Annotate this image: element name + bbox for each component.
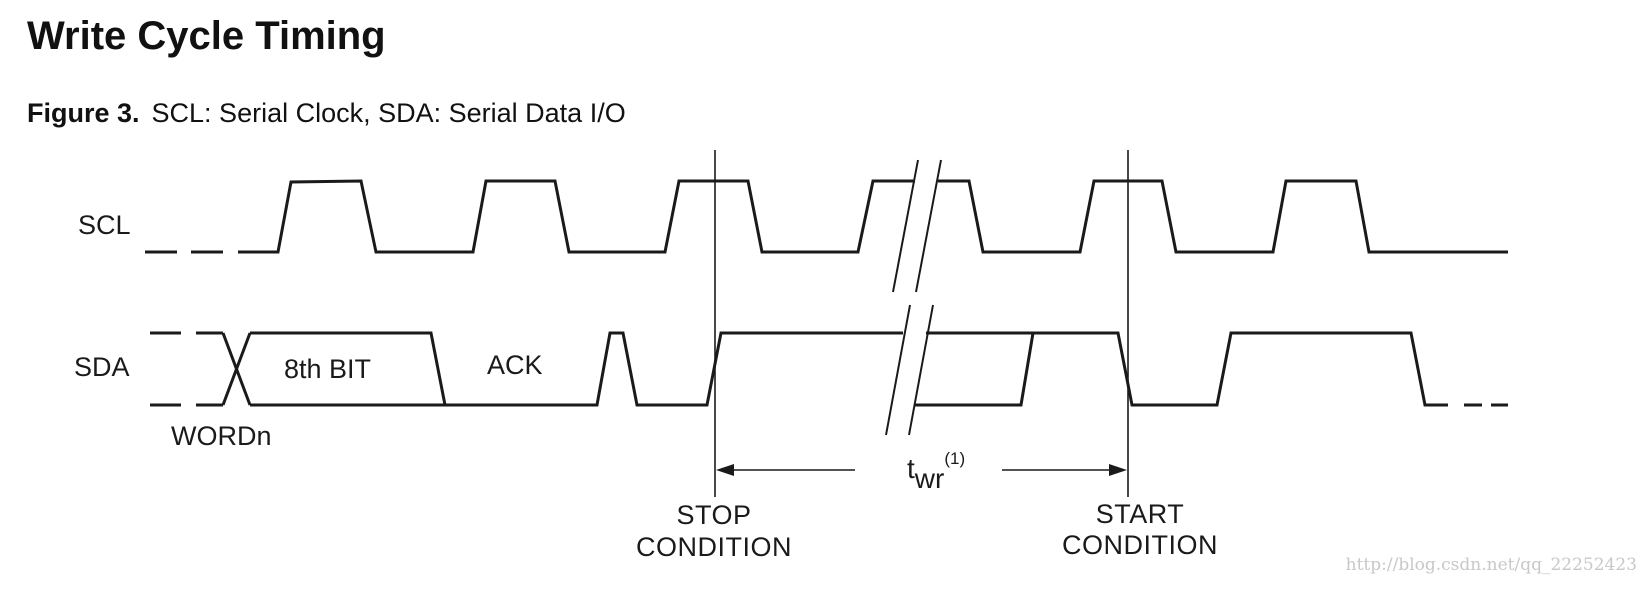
figure-number: Figure 3. (27, 98, 140, 128)
twr-label: twr(1) (907, 449, 965, 494)
word-label: WORDn (171, 421, 272, 451)
sda-break-mark-2 (908, 304, 934, 436)
start-label-line2: CONDITION (1062, 530, 1218, 560)
stop-label-line2: CONDITION (636, 532, 792, 562)
figure-description: SCL: Serial Clock, SDA: Serial Data I/O (151, 98, 626, 128)
sda-bit8-top (250, 331, 447, 406)
eighth-bit-label: 8th BIT (284, 354, 371, 384)
twr-superscript: (1) (944, 449, 965, 468)
sda-low-trace (250, 331, 903, 407)
sda-trace-low-segment (914, 332, 1035, 407)
sda-trace-mid (926, 331, 1448, 407)
sda-waveform (150, 331, 1508, 407)
sda-break-mark-1 (885, 304, 911, 436)
page-title: Write Cycle Timing (27, 14, 386, 58)
scl-break-mark-1 (892, 159, 919, 293)
scl-label: SCL (78, 210, 131, 240)
scl-break-mark-2 (915, 159, 942, 293)
scl-trace-left (238, 179, 915, 254)
twr-main: t (907, 453, 915, 484)
twr-arrow-right-head (1109, 464, 1127, 476)
scl-trace-right (938, 179, 1508, 254)
start-label-line1: START (1096, 499, 1185, 529)
watermark-url: http://blog.csdn.net/qq_22252423 (1346, 555, 1637, 575)
twr-arrow-left-head (716, 464, 734, 476)
twr-subscript: wr (914, 463, 945, 494)
sda-label: SDA (74, 352, 130, 382)
stop-label-line1: STOP (676, 500, 751, 530)
figure-caption: Figure 3. SCL: Serial Clock, SDA: Serial … (27, 96, 626, 130)
sda-cross-2 (221, 332, 252, 406)
scl-waveform (145, 179, 1508, 254)
ack-label: ACK (487, 350, 543, 380)
